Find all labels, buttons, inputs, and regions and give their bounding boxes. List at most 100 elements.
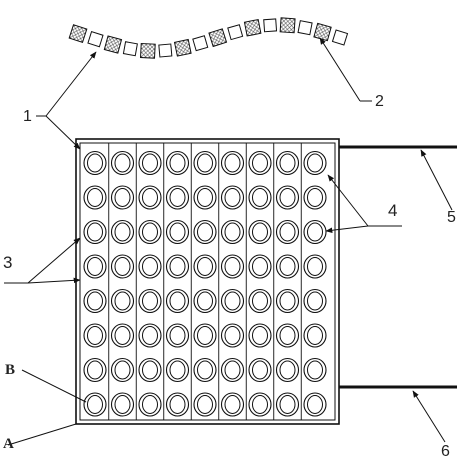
- cell: [83, 392, 107, 417]
- leader-4: [325, 174, 402, 234]
- cell: [110, 288, 135, 314]
- chain-block: [139, 42, 156, 59]
- chain-block: [158, 43, 173, 58]
- cell: [220, 288, 245, 314]
- cell: [193, 392, 217, 417]
- cell: [303, 219, 327, 245]
- cell: [83, 357, 107, 383]
- label-2: 2: [375, 93, 384, 110]
- cell: [303, 288, 327, 314]
- chain-block: [122, 41, 138, 57]
- cell: [220, 323, 245, 348]
- chain-block: [279, 17, 296, 34]
- cell: [275, 357, 300, 383]
- cell: [248, 392, 272, 417]
- wave-chain: [68, 17, 349, 59]
- chain-block: [297, 20, 313, 36]
- cell: [248, 323, 272, 348]
- cell-grid: [83, 150, 327, 417]
- chain-block: [243, 18, 262, 37]
- cell: [193, 323, 217, 348]
- cell: [83, 150, 107, 176]
- label-4: 4: [388, 201, 397, 220]
- leader-1: [36, 51, 97, 150]
- cell: [138, 288, 162, 314]
- leader-6: [412, 390, 446, 443]
- cell: [275, 254, 300, 279]
- cell: [110, 254, 135, 279]
- cell: [193, 288, 217, 314]
- cell: [193, 357, 217, 383]
- label-1: 1: [23, 108, 32, 125]
- chain-block: [313, 22, 332, 42]
- cell: [248, 219, 272, 245]
- cell: [248, 288, 272, 314]
- cell: [165, 357, 190, 383]
- cell: [138, 254, 162, 279]
- cell: [110, 392, 135, 417]
- cell: [193, 219, 217, 245]
- chain-block: [173, 38, 192, 57]
- chain-block: [192, 35, 209, 52]
- cell: [165, 392, 190, 417]
- cell: [110, 357, 135, 383]
- cell: [275, 392, 300, 417]
- cell: [303, 150, 327, 176]
- column-dividers: [108, 143, 302, 420]
- cell: [275, 185, 300, 210]
- cell: [83, 185, 107, 210]
- cell: [220, 392, 245, 417]
- cell: [248, 254, 272, 279]
- cell: [138, 323, 162, 348]
- label-3: 3: [3, 253, 12, 272]
- cell: [83, 288, 107, 314]
- cell: [138, 392, 162, 417]
- cell: [303, 323, 327, 348]
- cell: [138, 357, 162, 383]
- chain-block: [331, 29, 349, 46]
- cell: [275, 288, 300, 314]
- label-5: 5: [447, 209, 456, 226]
- cell: [110, 323, 135, 348]
- cell: [165, 219, 190, 245]
- cell: [193, 254, 217, 279]
- label-a: A: [3, 436, 14, 452]
- chain-block: [263, 18, 278, 33]
- cell: [165, 185, 190, 210]
- chain-block: [87, 31, 104, 48]
- cell: [165, 150, 190, 176]
- chain-block: [68, 24, 88, 43]
- cell: [138, 185, 162, 210]
- cell: [138, 219, 162, 245]
- cell: [165, 254, 190, 279]
- cell: [275, 219, 300, 245]
- cell: [220, 219, 245, 245]
- cell: [303, 254, 327, 279]
- label-6: 6: [441, 443, 450, 460]
- label-b: B: [5, 362, 15, 378]
- cell: [275, 150, 300, 176]
- leader-5: [420, 149, 453, 211]
- leader-b: [21, 369, 87, 403]
- cell: [193, 185, 217, 210]
- cell: [138, 150, 162, 176]
- leader-2: [319, 37, 372, 102]
- cell: [220, 357, 245, 383]
- cell: [220, 254, 245, 279]
- cell: [275, 323, 300, 348]
- cell: [110, 219, 135, 245]
- cell: [83, 219, 107, 245]
- cell: [193, 150, 217, 176]
- cell: [303, 392, 327, 417]
- cell: [248, 150, 272, 176]
- cell: [83, 254, 107, 279]
- cell: [220, 150, 245, 176]
- cell: [110, 150, 135, 176]
- cell: [83, 323, 107, 348]
- leader-3: [4, 237, 81, 284]
- cell: [303, 357, 327, 383]
- chain-block: [208, 28, 228, 48]
- cell: [248, 357, 272, 383]
- cell: [220, 185, 245, 210]
